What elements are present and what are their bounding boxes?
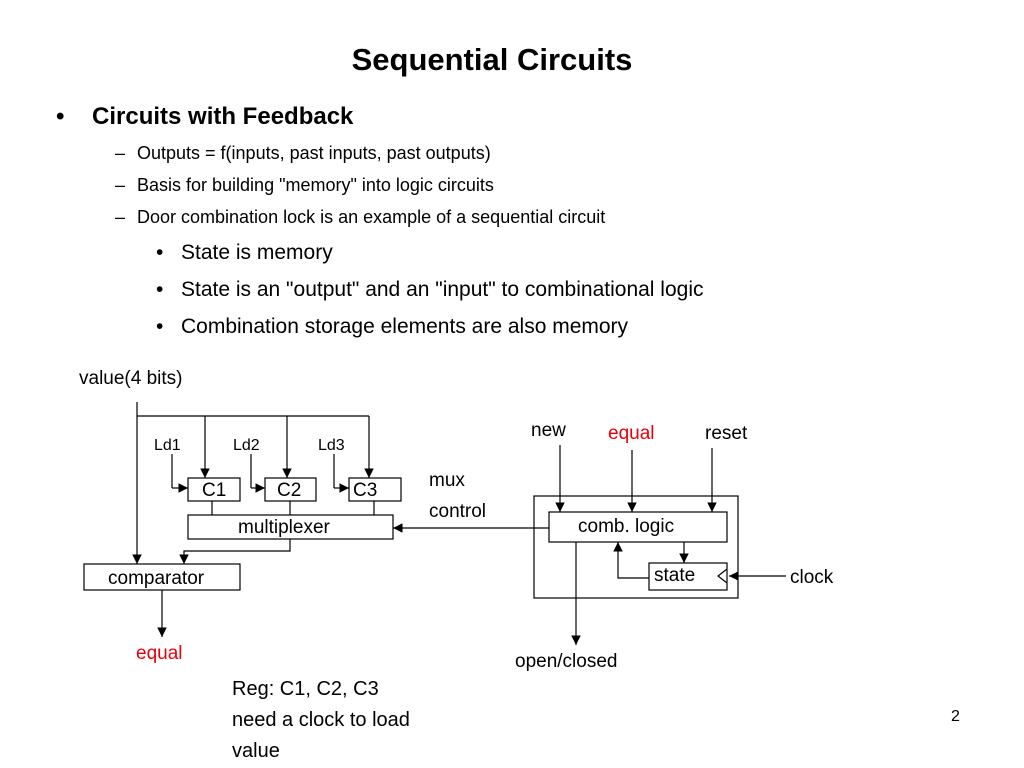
comparator-label: comparator xyxy=(108,568,205,589)
multiplexer-label: multiplexer xyxy=(238,517,331,538)
bullet-marker: • xyxy=(156,278,164,301)
bullet-text: Circuits with Feedback xyxy=(92,103,354,130)
register-c3-box xyxy=(348,477,402,502)
note-line: Reg: C1, C2, C3 xyxy=(232,678,379,700)
comparator-equal-label: equal xyxy=(136,643,183,664)
sub-bullet-text: Door combination lock is an example of a… xyxy=(137,207,606,227)
fsm-box xyxy=(533,495,739,599)
slide-title: Sequential Circuits xyxy=(351,42,633,77)
page-number: 2 xyxy=(951,708,960,725)
state-label: state xyxy=(654,565,695,586)
ld3-label: Ld3 xyxy=(318,437,345,454)
dash-marker: – xyxy=(115,143,126,163)
comb-logic-label: comb. logic xyxy=(578,516,674,537)
sub-sub-bullet-text: Combination storage elements are also me… xyxy=(181,315,629,338)
clock-input-triangle xyxy=(717,568,728,584)
value-label: value(4 bits) xyxy=(79,368,183,389)
clock-label: clock xyxy=(790,567,834,588)
ld2-label: Ld2 xyxy=(233,437,260,454)
register-c1-label: C1 xyxy=(202,480,226,501)
dash-marker: – xyxy=(115,175,126,195)
mux-control-label-1: mux xyxy=(429,470,465,491)
sub-sub-bullet-text: State is memory xyxy=(181,241,333,264)
open-closed-label: open/closed xyxy=(515,651,617,672)
equal-input-label: equal xyxy=(608,423,655,444)
register-c1-box xyxy=(187,477,241,502)
note-line: value xyxy=(232,740,280,762)
note-line: need a clock to load xyxy=(232,709,410,731)
bullet-marker: • xyxy=(56,103,65,130)
bullet-marker: • xyxy=(156,241,164,264)
state-box xyxy=(648,562,728,591)
mux-control-label-2: control xyxy=(429,501,486,522)
register-note: Reg: C1, C2, C3 need a clock to load val… xyxy=(232,674,492,767)
reset-input-label: reset xyxy=(705,423,748,444)
sub-sub-bullet-text: State is an "output" and an "input" to c… xyxy=(181,278,704,301)
register-c3-label: C3 xyxy=(353,480,377,501)
new-input-label: new xyxy=(531,420,566,441)
comb-logic-box xyxy=(548,511,728,543)
dash-marker: – xyxy=(115,207,126,227)
sub-bullet-text: Basis for building "memory" into logic c… xyxy=(137,175,494,195)
register-c2-label: C2 xyxy=(277,480,301,501)
sub-bullet-text: Outputs = f(inputs, past inputs, past ou… xyxy=(137,143,491,163)
bullet-marker: • xyxy=(156,315,164,338)
ld1-label: Ld1 xyxy=(154,437,181,454)
mux-to-comparator-wire xyxy=(179,539,291,564)
state-feedback-wire xyxy=(613,542,649,579)
